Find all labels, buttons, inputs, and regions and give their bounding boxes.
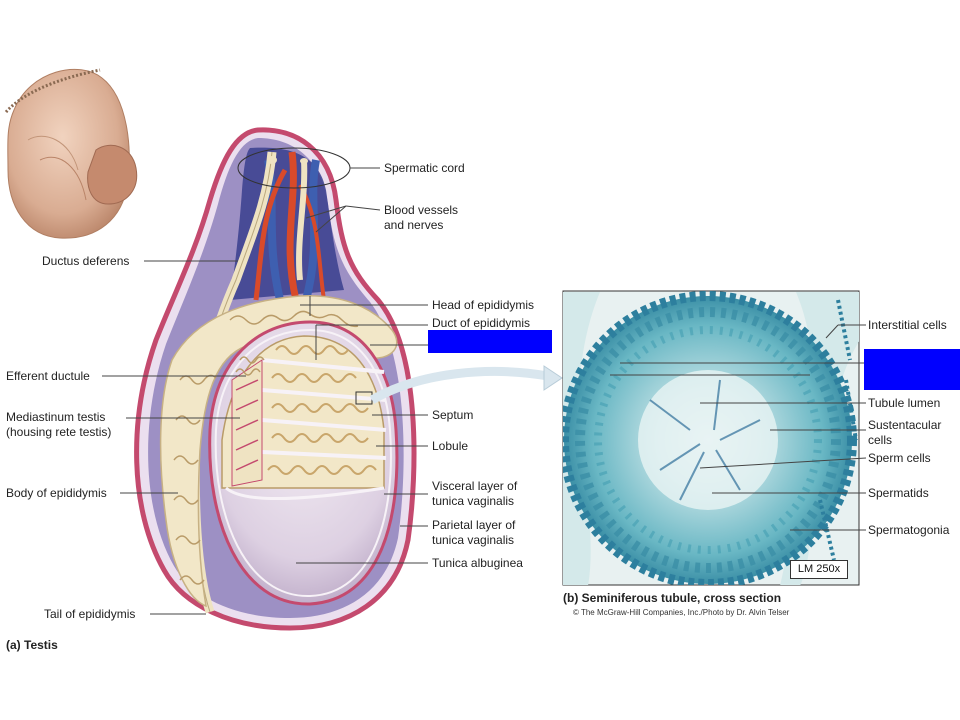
redaction-box-right	[864, 349, 960, 390]
label-lobule: Lobule	[432, 439, 469, 453]
caption-seminiferous-tubule: (b) Seminiferous tubule, cross section	[563, 591, 782, 605]
label-spermatogonia: Spermatogonia	[868, 523, 950, 537]
label-tunica-albuginea: Tunica albuginea	[432, 556, 523, 570]
label-housing-rete-testis: (housing rete testis)	[6, 425, 112, 439]
label-tubule-lumen: Tubule lumen	[868, 396, 941, 410]
label-spermatids: Spermatids	[868, 486, 929, 500]
label-sustentacular: Sustentacular	[868, 418, 942, 432]
label-and-nerves: and nerves	[384, 218, 444, 232]
testis-illustration	[134, 127, 417, 631]
label-efferent-ductule: Efferent ductule	[6, 369, 90, 383]
label-blood-vessels: Blood vessels	[384, 203, 459, 217]
leader-lines-b	[610, 324, 867, 531]
label-interstitial-cells: Interstitial cells	[868, 318, 947, 332]
micrograph-photo	[562, 290, 860, 586]
photo-credit: © The McGraw-Hill Companies, Inc./Photo …	[573, 608, 790, 617]
label-tail-of-epididymis: Tail of epididymis	[44, 607, 136, 621]
magnification-badge: LM 250x	[790, 560, 848, 579]
caption-testis: (a) Testis	[6, 638, 58, 652]
label-spermatic-cord: Spermatic cord	[384, 161, 465, 175]
label-head-of-epididymis: Head of epididymis	[432, 298, 535, 312]
label-ductus-deferens: Ductus deferens	[42, 254, 130, 268]
label-duct-of-epididymis: Duct of epididymis	[432, 316, 531, 330]
label-sperm-cells: Sperm cells	[868, 451, 931, 465]
label-visceral-layer: Visceral layer of	[432, 479, 518, 493]
label-parietal-tunica-vaginalis: tunica vaginalis	[432, 533, 515, 547]
redaction-box-left	[428, 330, 552, 353]
anatomical-inset	[4, 68, 138, 239]
label-visceral-tunica-vaginalis: tunica vaginalis	[432, 494, 515, 508]
label-parietal-layer: Parietal layer of	[432, 518, 516, 532]
label-body-of-epididymis: Body of epididymis	[6, 486, 107, 500]
label-mediastinum-testis: Mediastinum testis	[6, 410, 106, 424]
label-septum: Septum	[432, 408, 474, 422]
leader-lines-a	[102, 167, 428, 615]
connector-arrow	[369, 366, 549, 404]
label-sustentacular-cells: cells	[868, 433, 893, 447]
